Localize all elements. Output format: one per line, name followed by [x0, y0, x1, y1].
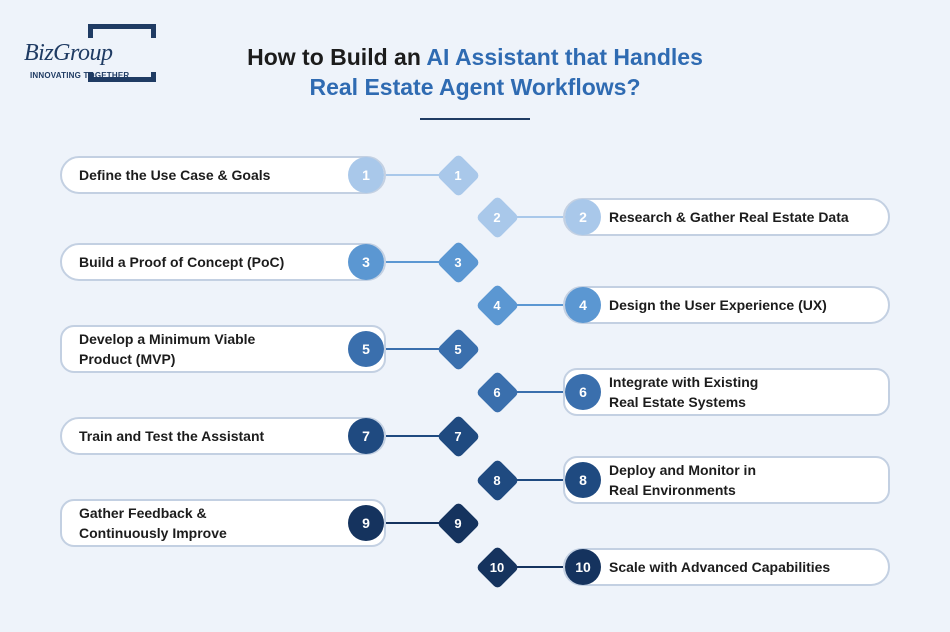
- step-10-diamond-number: 10: [489, 559, 505, 575]
- step-10-circle-badge: 10: [565, 549, 601, 585]
- step-2-diamond-badge: 2: [475, 195, 519, 239]
- step-4-diamond-badge: 4: [475, 283, 519, 327]
- step-9-circle-badge: 9: [348, 505, 384, 541]
- step-3-connector: [386, 261, 458, 263]
- step-9-diamond-number: 9: [454, 515, 462, 531]
- step-5-card: Develop a Minimum Viable Product (MVP) 5: [60, 325, 386, 373]
- step-8-label: Deploy and Monitor in Real Environments: [609, 462, 756, 498]
- title-accent-1: AI Assistant that Handles: [426, 44, 703, 70]
- step-3-diamond-number: 3: [454, 254, 462, 270]
- step-4-card: Design the User Experience (UX) 4: [563, 286, 890, 324]
- step-5-circle-badge: 5: [348, 331, 384, 367]
- step-6-connector: [497, 391, 563, 393]
- step-3-label: Build a Proof of Concept (PoC): [79, 254, 285, 270]
- step-10-card: Scale with Advanced Capabilities 10: [563, 548, 890, 586]
- step-8-connector: [497, 479, 563, 481]
- title-accent-2: Real Estate Agent Workflows?: [309, 74, 641, 100]
- step-10-diamond-badge: 10: [475, 545, 519, 589]
- step-2-circle-badge: 2: [565, 199, 601, 235]
- step-2-card: Research & Gather Real Estate Data 2: [563, 198, 890, 236]
- page-title-line-2: Real Estate Agent Workflows?: [0, 72, 950, 102]
- step-8-circle-badge: 8: [565, 462, 601, 498]
- page-title-line-1: How to Build an AI Assistant that Handle…: [0, 42, 950, 72]
- step-1-diamond-number: 1: [454, 167, 462, 183]
- step-8-diamond-badge: 8: [475, 458, 519, 502]
- step-9-label: Gather Feedback & Continuously Improve: [79, 505, 227, 541]
- step-3-card: Build a Proof of Concept (PoC) 3: [60, 243, 386, 281]
- step-1-label: Define the Use Case & Goals: [79, 167, 271, 183]
- step-2-label: Research & Gather Real Estate Data: [609, 209, 849, 225]
- step-6-label: Integrate with Existing Real Estate Syst…: [609, 374, 759, 410]
- step-2-diamond-number: 2: [493, 209, 501, 225]
- step-9-connector: [386, 522, 458, 524]
- step-10-label: Scale with Advanced Capabilities: [609, 559, 831, 575]
- step-9-card: Gather Feedback & Continuously Improve 9: [60, 499, 386, 547]
- step-1-diamond-badge: 1: [436, 153, 480, 197]
- title-underline: [420, 118, 530, 120]
- step-7-card: Train and Test the Assistant 7: [60, 417, 386, 455]
- step-5-label: Develop a Minimum Viable Product (MVP): [79, 331, 256, 367]
- step-6-diamond-badge: 6: [475, 370, 519, 414]
- step-7-label: Train and Test the Assistant: [79, 428, 265, 444]
- step-4-label: Design the User Experience (UX): [609, 297, 827, 313]
- bizgroup-logo: BizGroup INNOVATING TOGETHER: [22, 24, 160, 84]
- step-1-connector: [386, 174, 458, 176]
- step-8-diamond-number: 8: [493, 472, 501, 488]
- step-3-diamond-badge: 3: [436, 240, 480, 284]
- step-5-connector: [386, 348, 458, 350]
- step-4-diamond-number: 4: [493, 297, 501, 313]
- step-6-diamond-number: 6: [493, 384, 501, 400]
- logo-wordmark: BizGroup: [24, 40, 113, 66]
- step-9-diamond-badge: 9: [436, 501, 480, 545]
- title-plain: How to Build an: [247, 44, 427, 70]
- step-5-diamond-number: 5: [454, 341, 462, 357]
- step-6-card: Integrate with Existing Real Estate Syst…: [563, 368, 890, 416]
- step-6-circle-badge: 6: [565, 374, 601, 410]
- step-4-connector: [497, 304, 563, 306]
- step-5-diamond-badge: 5: [436, 327, 480, 371]
- step-1-card: Define the Use Case & Goals 1: [60, 156, 386, 194]
- step-4-circle-badge: 4: [565, 287, 601, 323]
- step-7-circle-badge: 7: [348, 418, 384, 454]
- step-2-connector: [497, 216, 563, 218]
- step-3-circle-badge: 3: [348, 244, 384, 280]
- step-7-connector: [386, 435, 458, 437]
- step-1-circle-badge: 1: [348, 157, 384, 193]
- logo-tagline: INNOVATING TOGETHER: [30, 71, 130, 80]
- step-10-connector: [497, 566, 563, 568]
- step-7-diamond-badge: 7: [436, 414, 480, 458]
- step-7-diamond-number: 7: [454, 428, 462, 444]
